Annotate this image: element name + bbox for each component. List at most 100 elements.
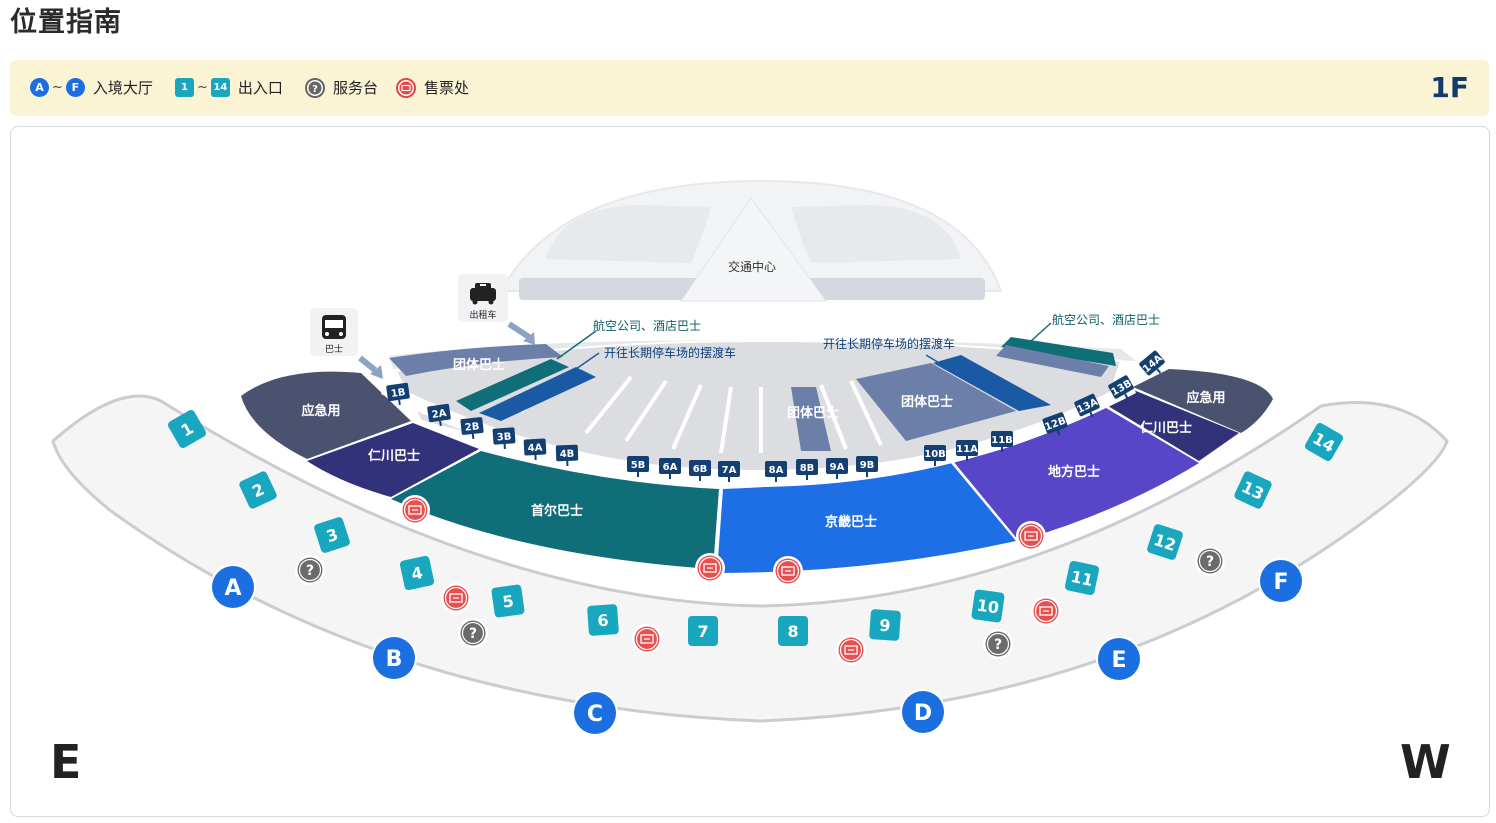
info-desk-icon[interactable]	[294, 554, 326, 586]
legend-info-label: 服务台	[333, 79, 379, 97]
ticket-office-icon	[396, 77, 416, 98]
arrival-hall-d[interactable]: D	[900, 689, 946, 735]
taxi-label: 出租车	[469, 309, 496, 321]
exit-1-icon: 1	[175, 78, 194, 97]
exit-gate-6[interactable]: 6	[587, 604, 619, 636]
ticket-office-icon[interactable]	[440, 582, 472, 614]
airline-bus-right-label: 航空公司、酒店巴士	[1052, 312, 1160, 327]
bus-stop-4a[interactable]: 4A	[523, 438, 547, 461]
bus-stop-7a[interactable]: 7A	[718, 461, 740, 482]
emergency-left-zone	[241, 371, 411, 459]
info-desk-icon[interactable]	[457, 617, 489, 649]
exit-gate-13[interactable]: 13	[1233, 470, 1273, 510]
bus-stop-3b[interactable]: 3B	[492, 427, 516, 450]
taxi-stand[interactable]: 出租车	[458, 274, 535, 345]
bus-stop-6b[interactable]: 6B	[689, 460, 711, 481]
group-bus-left-label: 团体巴士	[453, 357, 505, 373]
ticket-office-icon[interactable]	[399, 494, 431, 526]
exit-gate-4[interactable]: 4	[399, 555, 435, 591]
arrival-hall-f[interactable]: F	[1258, 558, 1304, 604]
exit-gate-1[interactable]: 1	[167, 409, 208, 450]
arrival-hall-b[interactable]: B	[371, 635, 417, 681]
bus-stand[interactable]: 巴士	[310, 308, 383, 379]
bus-stop-label: 2A	[431, 408, 447, 421]
bus-stop-label: 3B	[496, 432, 511, 444]
emergency-right-zone	[1133, 369, 1273, 433]
transport-center-label: 交通中心	[728, 259, 776, 274]
arrival-hall-label: D	[914, 701, 932, 726]
arrival-hall-label: C	[587, 702, 603, 727]
bus-stop-12b[interactable]: 12B	[1042, 412, 1070, 439]
exit-gate-9[interactable]: 9	[869, 609, 901, 641]
exit-gate-3[interactable]: 3	[313, 516, 351, 554]
incheon-left-zone	[307, 423, 479, 497]
bus-stop-11a[interactable]: 11A	[956, 440, 978, 461]
bus-stop-1b[interactable]: 1B	[386, 382, 411, 407]
exit-gate-2[interactable]: 2	[238, 470, 278, 510]
info-desk-icon[interactable]	[1194, 545, 1226, 577]
arrival-hall-label: B	[386, 647, 403, 672]
bus-stop-label: 4B	[560, 449, 575, 461]
group-bus-mid-label: 团体巴士	[787, 405, 839, 421]
incheon-left-label: 仁川巴士	[368, 448, 420, 464]
airline-bus-left-lane	[456, 359, 569, 411]
seoul-bus-label: 首尔巴士	[531, 503, 583, 519]
legend-exit-label: 出入口	[237, 79, 283, 97]
hall-f-icon: F	[65, 78, 85, 97]
emergency-right-label: 应急用	[1186, 390, 1225, 406]
exit-gate-14[interactable]: 14	[1304, 422, 1345, 463]
hall-a-icon: A	[30, 78, 49, 97]
arrival-hall-e[interactable]: E	[1096, 636, 1142, 682]
bus-stop-label: 9B	[860, 460, 875, 471]
terminal-map: ? 交通中心 团体巴士	[51, 179, 1449, 736]
exit-gate-12[interactable]: 12	[1146, 523, 1184, 561]
bus-stop-2b[interactable]: 2B	[460, 417, 484, 440]
arrival-hall-label: F	[1273, 570, 1288, 595]
ticket-office-icon[interactable]	[631, 623, 663, 655]
info-desk-icon[interactable]	[982, 628, 1014, 660]
exit-gate-8[interactable]: 8	[778, 616, 808, 646]
exit-gate-5[interactable]: 5	[491, 584, 525, 618]
legend-info: ? 服务台	[305, 77, 378, 98]
airline-bus-right-lane	[1001, 337, 1116, 366]
bus-stop-5b[interactable]: 5B	[627, 456, 649, 477]
legend-tilde: ~	[52, 80, 63, 95]
bus-icon	[322, 315, 346, 339]
exit-gate-11[interactable]: 11	[1064, 560, 1100, 596]
ticket-office-icon[interactable]	[1030, 595, 1062, 627]
ticket-office-icon[interactable]	[1015, 520, 1047, 552]
ticket-office-icon[interactable]	[694, 552, 726, 584]
bus-stop-8a[interactable]: 8A	[765, 461, 787, 482]
exit-gate-label: 8	[787, 622, 798, 641]
ticket-office-icon[interactable]	[772, 555, 804, 587]
bus-stop-9a[interactable]: 9A	[826, 458, 848, 479]
exit-gate-7[interactable]: 7	[688, 616, 718, 646]
local-bus-zone	[953, 405, 1199, 541]
bus-stop-4b[interactable]: 4B	[555, 444, 579, 467]
incheon-right-label: 仁川巴士	[1140, 420, 1192, 436]
exit-gate-label: 5	[501, 591, 515, 611]
info-desk-icon: ?	[305, 77, 325, 98]
legend-exits: 1 ~ 14 出入口	[175, 77, 283, 98]
arrival-hall-a[interactable]: A	[210, 564, 256, 610]
shuttle-right-label: 开往长期停车场的摆渡车	[823, 336, 955, 351]
ticket-office-icon[interactable]	[835, 634, 867, 666]
bus-stop-label: 1B	[390, 387, 406, 400]
gyeonggi-bus-label: 京畿巴士	[825, 514, 877, 530]
airline-bus-left-label: 航空公司、酒店巴士	[593, 318, 701, 333]
legend-hall-label: 入境大厅	[92, 79, 153, 97]
bus-stop-6a[interactable]: 6A	[659, 458, 681, 479]
bus-stop-11b[interactable]: 11B	[991, 431, 1013, 452]
bus-stop-9b[interactable]: 9B	[856, 456, 878, 477]
bus-stop-2a[interactable]: 2A	[427, 403, 452, 428]
bus-stop-label: 6B	[693, 464, 708, 475]
arrival-hall-c[interactable]: C	[572, 690, 618, 736]
bus-stop-10b[interactable]: 10B	[924, 445, 946, 466]
emergency-left-label: 应急用	[301, 403, 340, 419]
exit-gate-10[interactable]: 10	[971, 589, 1005, 623]
legend-halls: A ~ F 入境大厅	[30, 77, 153, 98]
bus-stop-8b[interactable]: 8B	[796, 459, 818, 480]
bus-stop-label: 8A	[769, 465, 784, 476]
legend-tilde: ~	[197, 80, 208, 95]
map-container: ? 交通中心 团体巴士	[10, 126, 1490, 817]
